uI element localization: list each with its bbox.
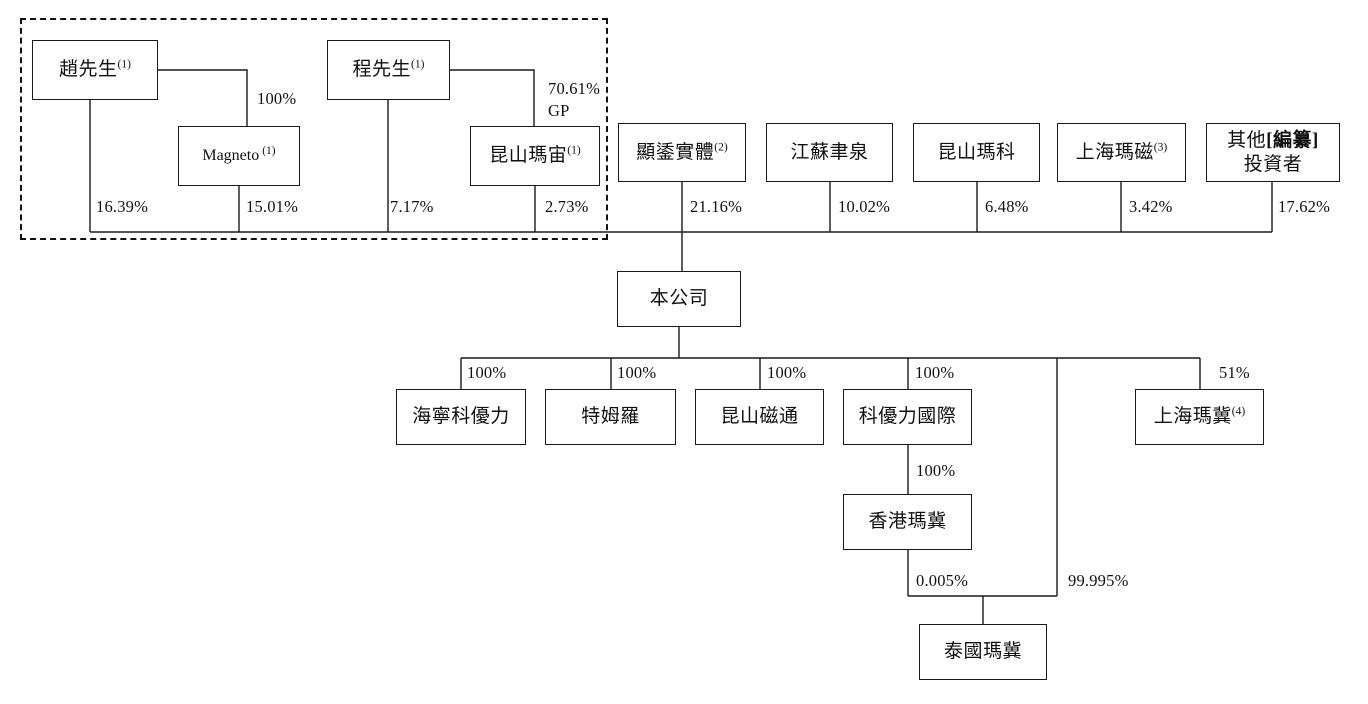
node-shanghai-maci[interactable]: 上海瑪磁(3) bbox=[1057, 123, 1186, 182]
edge-label-cheng-to-company: 7.17% bbox=[390, 197, 434, 216]
edge-label-company-to-shanghai-maji: 51% bbox=[1219, 363, 1250, 382]
edge-label-company-to-keyouli: 100% bbox=[915, 363, 955, 382]
zhao-right-to-magneto bbox=[158, 69, 248, 126]
edge-label-keyouli-branch-to-thailand: 99.995% bbox=[1068, 571, 1129, 590]
edge-label-other-to-company: 17.62% bbox=[1278, 197, 1331, 216]
node-kunshan-make[interactable]: 昆山瑪科 bbox=[913, 123, 1040, 182]
node-thailand-maji[interactable]: 泰國瑪冀 bbox=[919, 624, 1047, 680]
node-magneto[interactable]: Magneto(1) bbox=[178, 126, 300, 186]
edge-label-hongkong-to-thailand: 0.005% bbox=[916, 571, 969, 590]
node-kunshan-citong[interactable]: 昆山磁通 bbox=[695, 389, 824, 445]
node-kunshan-mazhou[interactable]: 昆山瑪宙(1) bbox=[470, 126, 600, 186]
node-cheng[interactable]: 程先生(1) bbox=[327, 40, 450, 100]
cheng-right-to-mazhou bbox=[450, 69, 535, 126]
edge-label-xianquan-to-company: 21.16% bbox=[690, 197, 743, 216]
node-temuluo[interactable]: 特姆羅 bbox=[545, 389, 676, 445]
edge-label-magneto-to-company: 15.01% bbox=[246, 197, 299, 216]
edge-label-company-to-kunshan-citong: 100% bbox=[767, 363, 807, 382]
node-haining[interactable]: 海寧科優力 bbox=[396, 389, 526, 445]
node-jiangsu[interactable]: 江蘇聿泉 bbox=[766, 123, 893, 182]
edge-label-shanghai-maci-to-company: 3.42% bbox=[1129, 197, 1173, 216]
edge-label-company-to-temuluo: 100% bbox=[617, 363, 657, 382]
edge-label-keyouli-to-hongkong: 100% bbox=[916, 461, 956, 480]
node-hongkong-maji[interactable]: 香港瑪冀 bbox=[843, 494, 972, 550]
edge-label-zhao-to-company: 16.39% bbox=[96, 197, 149, 216]
node-keyouli-intl[interactable]: 科優力國際 bbox=[843, 389, 972, 445]
node-company[interactable]: 本公司 bbox=[617, 271, 741, 327]
node-shanghai-maji[interactable]: 上海瑪冀(4) bbox=[1135, 389, 1264, 445]
node-xianquan[interactable]: 顯鋈實體(2) bbox=[618, 123, 746, 182]
edge-label-kunshan-make-to-company: 6.48% bbox=[985, 197, 1029, 216]
node-zhao[interactable]: 趙先生(1) bbox=[32, 40, 158, 100]
edge-label-company-to-haining: 100% bbox=[467, 363, 507, 382]
node-other-investors[interactable]: 其他[編纂]投資者 bbox=[1206, 123, 1340, 182]
edge-label-cheng-to-mazhou: 70.61% GP bbox=[548, 79, 601, 120]
edge-label-jiangsu-to-company: 10.02% bbox=[838, 197, 891, 216]
edge-label-mazhou-to-company: 2.73% bbox=[545, 197, 589, 216]
edge-label-zhao-to-magneto: 100% bbox=[257, 89, 297, 108]
